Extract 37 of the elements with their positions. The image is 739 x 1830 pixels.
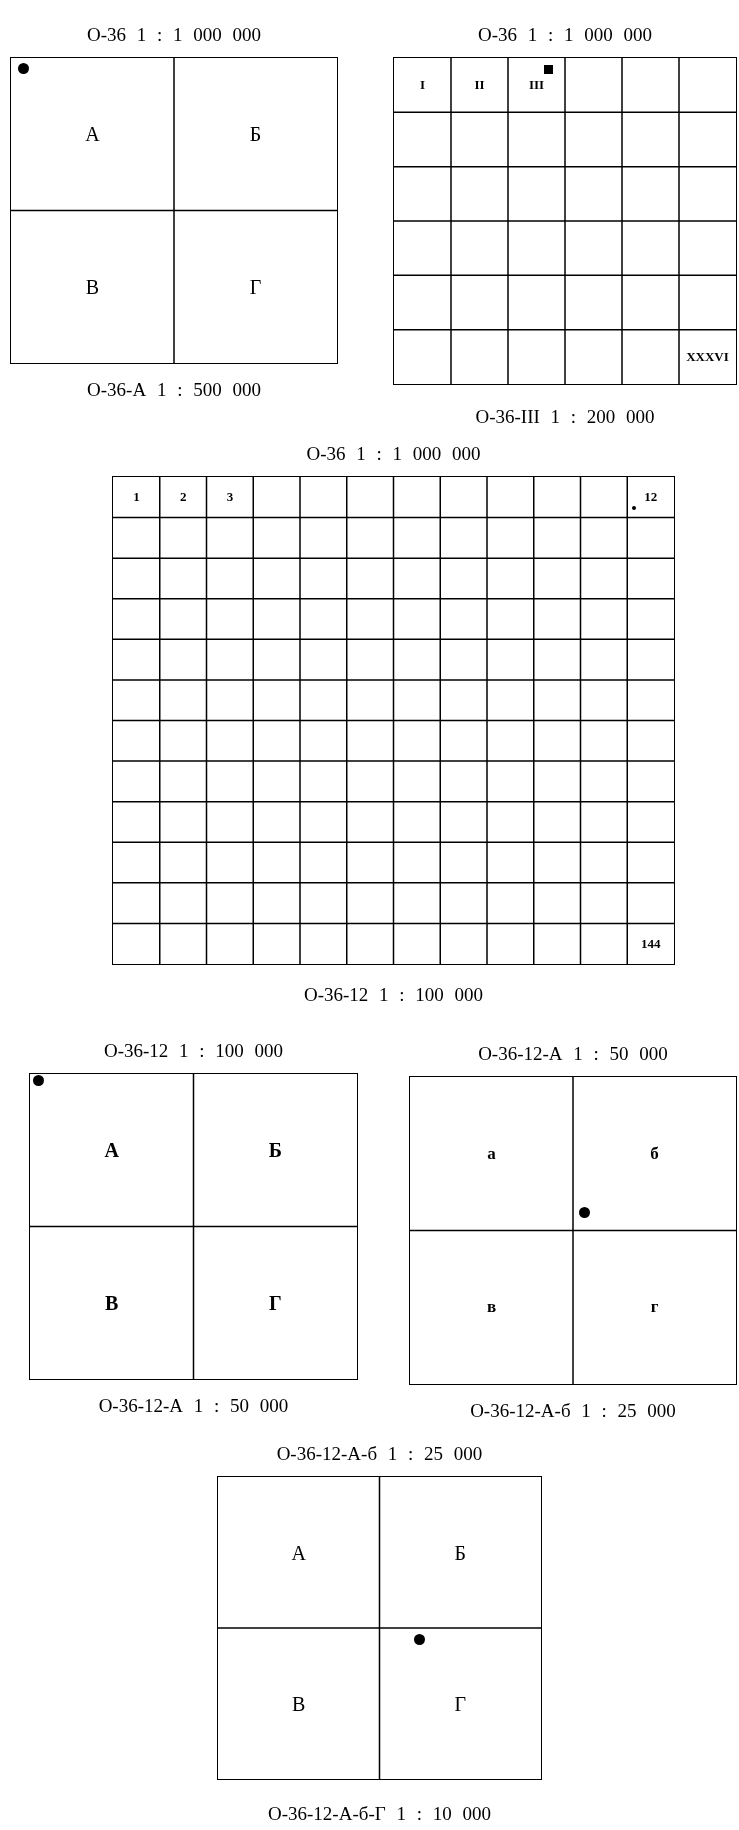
sheet-caption: О-36-III 1 : 200 000	[475, 406, 655, 428]
sheet-heading: О-36 1 : 1 000 000	[86, 24, 262, 46]
cell-label: Г	[454, 1692, 467, 1715]
cell-label: 12	[644, 489, 658, 506]
sheet-heading: О-36 1 : 1 000 000	[306, 443, 481, 465]
cell-label: Г	[249, 275, 262, 299]
sheet-heading: О-36 1 : 1 000 000	[477, 24, 653, 46]
cell-label: 1	[133, 489, 140, 506]
cell-label: а	[487, 1143, 496, 1164]
cell-label: 2	[179, 489, 187, 506]
cell-label: в	[486, 1297, 497, 1318]
cell-label: В	[105, 1291, 119, 1315]
sheet-caption: О-36-12-А-б-Г 1 : 10 000	[268, 1803, 491, 1825]
sheet-caption: О-36-12-А-б 1 : 25 000	[470, 1400, 676, 1422]
cell-label: II	[474, 77, 485, 94]
cell-label: I	[419, 77, 426, 94]
cell-label: Б	[454, 1541, 466, 1564]
cell-label: А	[104, 1138, 119, 1162]
sheet-heading: О-36-12 1 : 100 000	[103, 1040, 284, 1062]
cell-label: В	[85, 275, 100, 299]
sheet-caption: О-36-12-А 1 : 50 000	[98, 1395, 289, 1417]
cell-label: г	[650, 1297, 659, 1318]
cell-label: XXXVI	[686, 348, 729, 365]
cell-label: Б	[249, 122, 262, 146]
cell-label: 144	[640, 935, 661, 952]
cell-label: Б	[268, 1138, 282, 1162]
sheet-heading: О-36-12-А 1 : 50 000	[478, 1043, 668, 1065]
cell-label: В	[292, 1692, 306, 1715]
sheet-heading: О-36-12-А-б 1 : 25 000	[276, 1443, 483, 1465]
cell-label: б	[650, 1143, 659, 1164]
sheet-caption: О-36-А 1 : 500 000	[87, 379, 261, 401]
cell-label: 3	[226, 489, 234, 506]
cell-label: А	[291, 1541, 306, 1564]
sheet-caption: О-36-12 1 : 100 000	[303, 984, 484, 1006]
cell-label: III	[528, 77, 545, 94]
cell-label: Г	[268, 1291, 282, 1315]
cell-label: А	[85, 122, 100, 146]
